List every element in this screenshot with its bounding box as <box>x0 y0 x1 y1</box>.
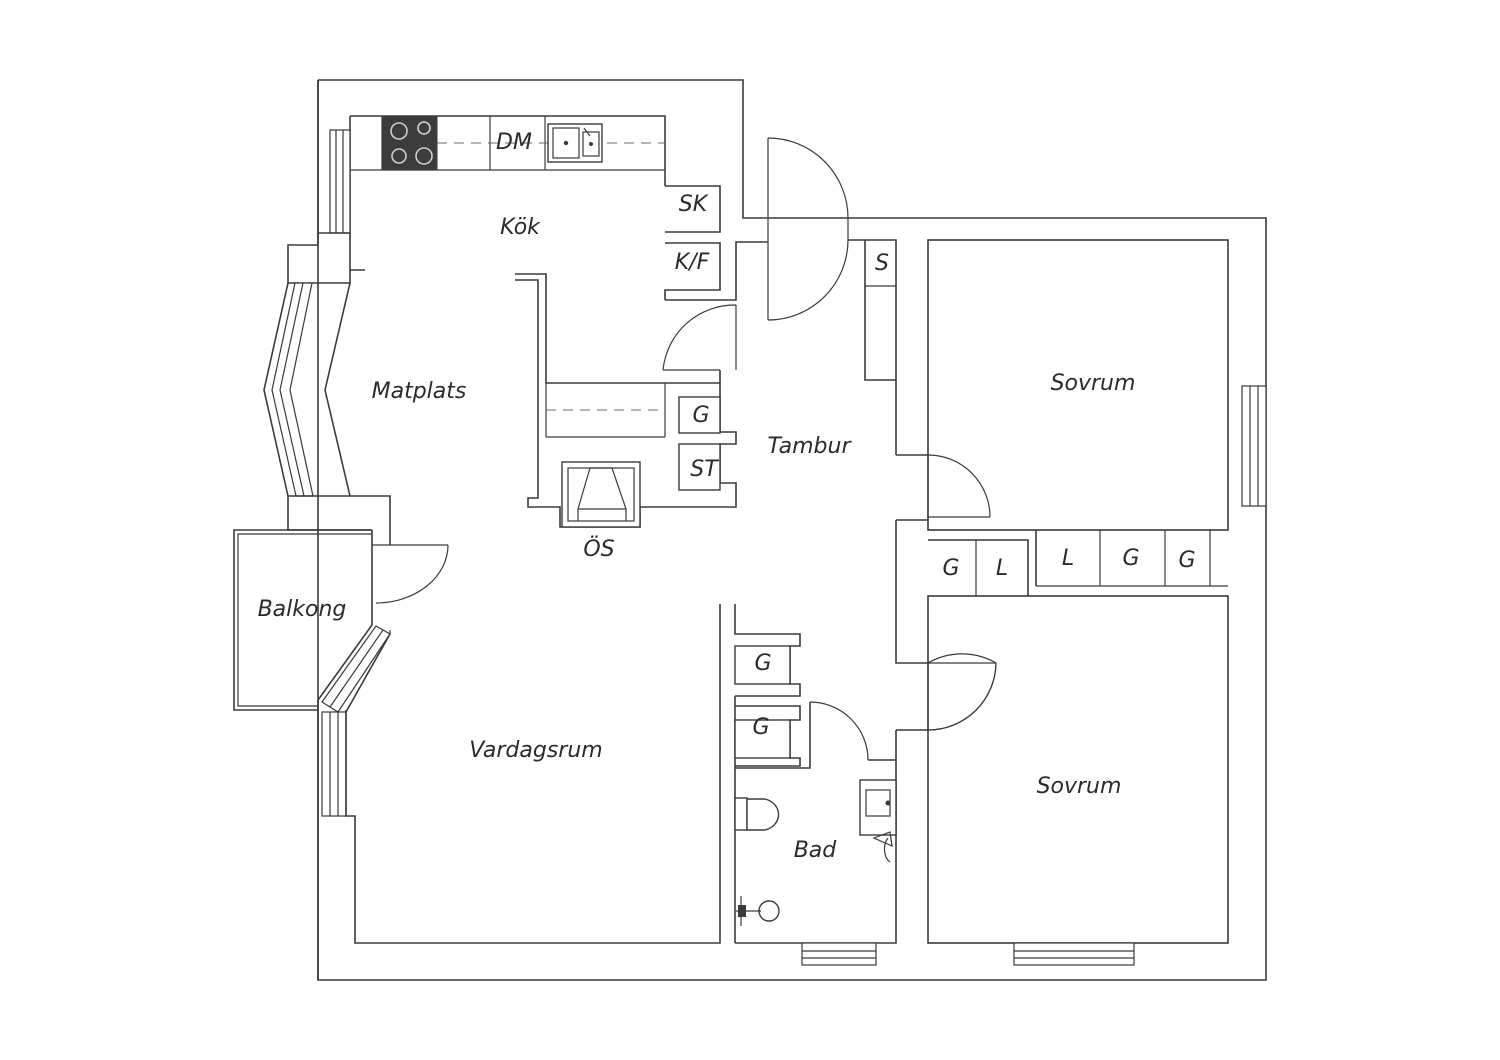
fixture-label-l-row2: L <box>1062 546 1074 571</box>
hall-closets <box>734 604 801 943</box>
room-label-bad: Bad <box>794 838 838 863</box>
fixture-label-kf: K/F <box>675 250 710 275</box>
room-label-kok: Kök <box>500 215 541 240</box>
fixture-label-g-hall1: G <box>754 651 771 676</box>
fixture-label-sk: SK <box>679 192 709 217</box>
room-label-tambur: Tambur <box>768 434 853 459</box>
front-door <box>767 137 897 455</box>
fireplace-icon <box>561 461 641 528</box>
bathroom-sink-icon <box>859 779 897 863</box>
fixture-label-s: S <box>875 251 889 276</box>
wardrobe-s <box>864 240 896 381</box>
fixture-label-st: ST <box>690 457 719 482</box>
living-window <box>317 710 356 980</box>
kitchen-sink-icon <box>547 123 603 163</box>
room-label-sovrum-bottom: Sovrum <box>1037 774 1122 799</box>
bedroom-walls <box>895 239 1229 944</box>
bathroom-window <box>801 942 877 966</box>
balcony <box>233 529 391 716</box>
stove-icon <box>381 115 438 171</box>
room-label-vardagsrum: Vardagsrum <box>469 738 602 763</box>
bedroom-top-window <box>1241 385 1267 507</box>
bedroom-top-door <box>927 454 991 520</box>
fixture-label-dm: DM <box>496 130 532 155</box>
bedroom-closets <box>928 530 1228 596</box>
fixture-label-g-row3: G <box>1178 548 1195 573</box>
fixture-label-g-row1: G <box>942 556 959 581</box>
fixture-label-l-row1: L <box>996 556 1008 581</box>
fixture-label-g-row2: G <box>1122 546 1139 571</box>
kitchen-door <box>662 304 737 371</box>
bedroom-bottom-window <box>1013 942 1135 966</box>
room-label-matplats: Matplats <box>372 379 467 404</box>
balcony-door <box>372 544 449 604</box>
bedroom-bottom-door <box>927 653 997 731</box>
shower-icon <box>736 896 780 926</box>
room-label-balkong: Balkong <box>258 597 347 622</box>
toilet-icon <box>734 797 780 831</box>
room-label-sovrum-top: Sovrum <box>1051 371 1136 396</box>
fixture-label-g-kitchen: G <box>692 403 709 428</box>
fixture-label-os: ÖS <box>583 536 614 562</box>
bay-window <box>263 80 391 545</box>
closet-boxes-kitchen <box>678 396 721 491</box>
kitchen-cabinets <box>664 185 768 301</box>
fixture-label-g-hall2: G <box>752 715 769 740</box>
